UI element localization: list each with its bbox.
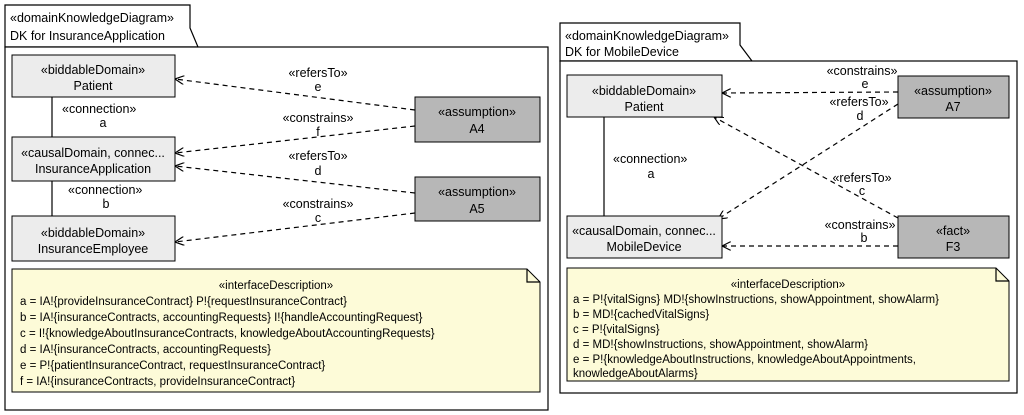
left-patient-stereo: «biddableDomain» — [41, 63, 145, 77]
left-insuranceemployee-domain[interactable]: «biddableDomain» InsuranceEmployee — [11, 215, 176, 262]
right-constrains-e-arrow — [722, 92, 899, 93]
left-constrains-f-label: f — [316, 125, 320, 139]
right-assumption-a7[interactable]: «assumption» A7 — [897, 75, 1010, 119]
left-insuranceemployee-stereo: «biddableDomain» — [41, 226, 145, 240]
right-refersto-c-label: c — [859, 184, 865, 198]
left-a5-stereo: «assumption» — [438, 185, 516, 199]
left-refersto-d-stereo: «refersTo» — [288, 149, 347, 163]
right-mobiledevice-domain[interactable]: «causalDomain, connec... MobileDevice — [566, 215, 723, 259]
left-a4-stereo: «assumption» — [438, 105, 516, 119]
right-patient-name: Patient — [625, 100, 664, 114]
left-constrains-f-arrow — [175, 125, 416, 153]
right-mobiledevice-name: MobileDevice — [606, 240, 681, 254]
right-constrains-e-stereo: «constrains» — [827, 64, 898, 78]
right-frame-tab — [559, 22, 754, 62]
left-interface-description-note: «interfaceDescription» a = IA!{provideIn… — [11, 268, 541, 393]
left-insuranceapplication-stereo: «causalDomain, connec... — [21, 146, 165, 160]
left-insuranceemployee-name: InsuranceEmployee — [38, 242, 149, 256]
right-f3-name: F3 — [946, 240, 961, 254]
left-refersto-e-arrow — [175, 79, 416, 111]
right-note-line: b = MD!{cachedVitalSigns} — [573, 309, 709, 321]
left-frame-stereotype: «domainKnowledgeDiagram» — [10, 11, 174, 25]
left-connection-a-label: a — [100, 116, 107, 130]
left-a5-name: A5 — [469, 202, 484, 216]
left-connection-b-stereo: «connection» — [68, 183, 142, 197]
left-note-line: c = I!{knowledgeAboutInsuranceContracts,… — [20, 328, 435, 340]
left-constrains-c-label: c — [315, 211, 321, 225]
left-frame-tab — [4, 4, 199, 48]
right-connection-a-label: a — [648, 167, 655, 181]
right-frame-stereotype: «domainKnowledgeDiagram» — [565, 29, 729, 43]
right-patient-domain[interactable]: «biddableDomain» Patient — [566, 74, 723, 118]
left-a4-name: A4 — [469, 122, 484, 136]
right-frame-title: DK for MobileDevice — [565, 45, 679, 59]
right-patient-stereo: «biddableDomain» — [592, 84, 696, 98]
left-note-line: a = IA!{provideInsuranceContract} P!{req… — [20, 296, 347, 308]
left-connection-a-stereo: «connection» — [62, 102, 136, 116]
right-mobiledevice-stereo: «causalDomain, connec... — [572, 224, 716, 238]
left-insuranceapplication-name: InsuranceApplication — [35, 162, 151, 176]
right-constrains-b-stereo: «constrains» — [825, 218, 896, 232]
right-refersto-c-stereo: «refersTo» — [832, 171, 891, 185]
right-refersto-d-stereo: «refersTo» — [829, 95, 888, 109]
left-note-line: d = IA!{insuranceContracts, accountingRe… — [20, 344, 271, 356]
left-frame-title: DK for InsuranceApplication — [10, 29, 165, 43]
left-insuranceapplication-domain[interactable]: «causalDomain, connec... InsuranceApplic… — [11, 136, 176, 182]
left-refersto-e-stereo: «refersTo» — [288, 66, 347, 80]
left-patient-domain[interactable]: «biddableDomain» Patient — [11, 54, 176, 98]
left-note-line: b = IA!{insuranceContracts, accountingRe… — [20, 312, 423, 324]
right-note-line: d = MD!{showInstructions, showAppointmen… — [573, 339, 868, 351]
left-patient-name: Patient — [74, 79, 113, 93]
right-a7-name: A7 — [945, 100, 960, 114]
right-refersto-d-label: d — [857, 109, 864, 123]
left-refersto-e-label: e — [315, 80, 322, 94]
left-refersto-d-arrow — [175, 166, 416, 194]
left-note-line: f = IA!{insuranceContracts, provideInsur… — [20, 376, 295, 388]
right-constrains-e-label: e — [862, 77, 869, 91]
right-connection-a-stereo: «connection» — [613, 152, 687, 166]
right-fact-f3[interactable]: «fact» F3 — [897, 215, 1010, 259]
right-note-line: e = P!{knowledgeAboutInstructions, knowl… — [573, 354, 916, 366]
left-assumption-a5[interactable]: «assumption» A5 — [414, 176, 541, 222]
right-constrains-b-label: b — [861, 231, 868, 245]
right-note-line: c = P!{vitalSigns} — [573, 324, 660, 336]
right-refersto-c-arrow — [714, 117, 899, 219]
right-note-line: knowledgeAboutAlarms} — [573, 368, 698, 380]
right-note-title: «interfaceDescription» — [731, 279, 845, 291]
left-note-title: «interfaceDescription» — [219, 280, 333, 292]
left-assumption-a4[interactable]: «assumption» A4 — [414, 96, 541, 143]
right-f3-stereo: «fact» — [936, 224, 970, 238]
left-diagram: «domainKnowledgeDiagram» DK for Insuranc… — [4, 4, 549, 411]
right-interface-description-note: «interfaceDescription» a = P!{vitalSigns… — [566, 267, 1010, 382]
right-note-line: a = P!{vitalSigns} MD!{showInstructions,… — [573, 294, 939, 306]
left-constrains-c-arrow — [175, 212, 416, 242]
left-constrains-c-stereo: «constrains» — [283, 197, 354, 211]
left-constrains-f-stereo: «constrains» — [283, 111, 354, 125]
left-note-line: e = P!{patientInsuranceContract, request… — [20, 360, 325, 372]
left-refersto-d-label: d — [315, 164, 322, 178]
left-connection-b-label: b — [103, 197, 110, 211]
right-a7-stereo: «assumption» — [914, 84, 992, 98]
right-diagram: «domainKnowledgeDiagram» DK for MobileDe… — [559, 22, 1018, 394]
